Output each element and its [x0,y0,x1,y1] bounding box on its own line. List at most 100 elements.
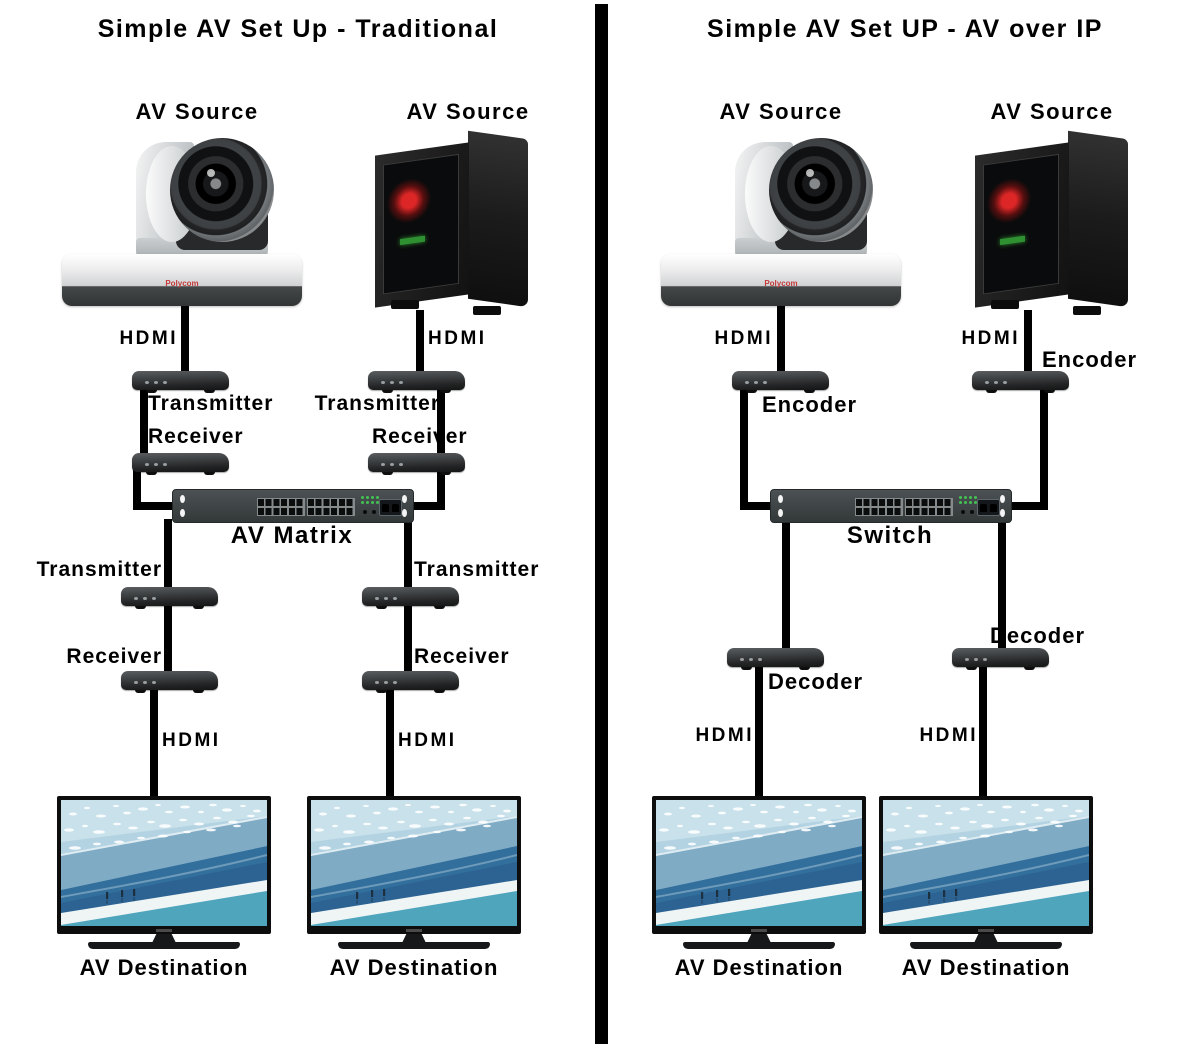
indicator-dots [363,510,367,514]
hdmi-cable [416,310,424,376]
camera-lens [769,138,873,242]
transmitter-device [368,371,465,393]
hdmi-label: HDMI [119,328,178,349]
status-led-grid [361,496,364,499]
hdmi-cable [181,300,189,376]
rack-screw [778,509,783,517]
uplink-port-block [977,499,1000,516]
rack-screw [180,509,185,517]
network-cable [740,502,778,510]
tv-screen [311,800,517,926]
av-matrix-label: AV Matrix [230,522,354,549]
network-cable [1040,388,1048,510]
panel-divider [595,4,608,1044]
ethernet-port-block [307,498,355,516]
receiver-label: Receiver [148,425,244,448]
ethernet-port-block [257,498,305,516]
extender-link-cable [404,519,412,589]
camera-lens [170,138,274,242]
rack-screw [402,495,407,503]
tv-brand-mark [156,929,172,932]
pc-foot [391,300,419,309]
pc-tower-source [375,130,530,315]
av-destination-label: AV Destination [79,955,249,980]
tv-stand-base [88,942,240,949]
pc-foot [991,300,1019,309]
ethernet-port-block [855,498,903,516]
extender-link-cable [164,519,172,589]
hdmi-label: HDMI [162,730,221,751]
rack-screw [1000,509,1005,517]
camera-brand-logo: Polycom [165,279,199,288]
extender-link-cable [404,502,445,510]
hdmi-cable [150,689,158,797]
extender-link-cable [140,388,148,456]
network-cable [782,519,790,651]
receiver-label: Receiver [372,425,468,448]
hdmi-cable [777,300,785,376]
tv-frame [879,796,1093,934]
pc-foot [1073,306,1101,315]
hdmi-label: HDMI [398,730,457,751]
hdmi-cable [1024,310,1032,376]
encoder-label: Encoder [762,392,858,417]
panel-title-av-over-ip: Simple AV Set UP - AV over IP [707,15,1103,43]
hdmi-label: HDMI [428,328,487,349]
camera-base: Polycom [661,254,901,306]
tv-brand-mark [978,929,994,932]
hdmi-cable [979,665,987,797]
transmitter-label: Transmitter [148,392,274,415]
tv-screen [61,800,267,926]
network-cable [998,519,1006,651]
encoder-device [972,371,1069,393]
decoder-device [952,648,1049,670]
av-source-label: AV Source [719,99,843,124]
pc-tower-source [975,130,1130,315]
extender-link-cable [437,388,445,456]
hdmi-cable [755,665,763,797]
receiver-label: Receiver [66,645,162,668]
transmitter-label: Transmitter [36,558,162,581]
tv-screen [883,800,1089,926]
pc-front-panel [1068,130,1128,308]
tv-stand-neck [402,934,426,943]
receiver-device [368,453,465,475]
encoder-device [732,371,829,393]
pc-side-panel [375,142,469,308]
receiver-device [362,671,459,693]
indicator-dots [961,510,965,514]
tv-stand-base [910,942,1062,949]
tv-stand-neck [152,934,176,943]
extender-link-cable [404,604,412,674]
ptz-camera-source: Polycom [661,138,901,306]
tv-destination [652,796,866,954]
tv-frame [57,796,271,934]
network-switch-device [770,489,1012,523]
hdmi-label: HDMI [961,328,1020,349]
pc-window [983,153,1059,295]
receiver-device [121,671,218,693]
tv-destination [57,796,271,954]
av-source-label: AV Source [990,99,1114,124]
tv-stand-base [338,942,490,949]
av-destination-label: AV Destination [901,955,1071,980]
av-source-label: AV Source [406,99,530,124]
tv-brand-mark [406,929,422,932]
network-cable [1008,502,1048,510]
av-destination-label: AV Destination [329,955,499,980]
extender-link-cable [164,604,172,674]
tv-screen [656,800,862,926]
rack-screw [402,509,407,517]
hdmi-label: HDMI [919,725,978,746]
extender-link-cable [437,470,445,510]
transmitter-device [121,587,218,609]
extender-link-cable [133,502,180,510]
tv-stand-neck [974,934,998,943]
network-cable [740,388,748,510]
encoder-label: Encoder [1042,347,1138,372]
tv-frame [307,796,521,934]
decoder-device [727,648,824,670]
rack-screw [180,495,185,503]
transmitter-device [362,587,459,609]
